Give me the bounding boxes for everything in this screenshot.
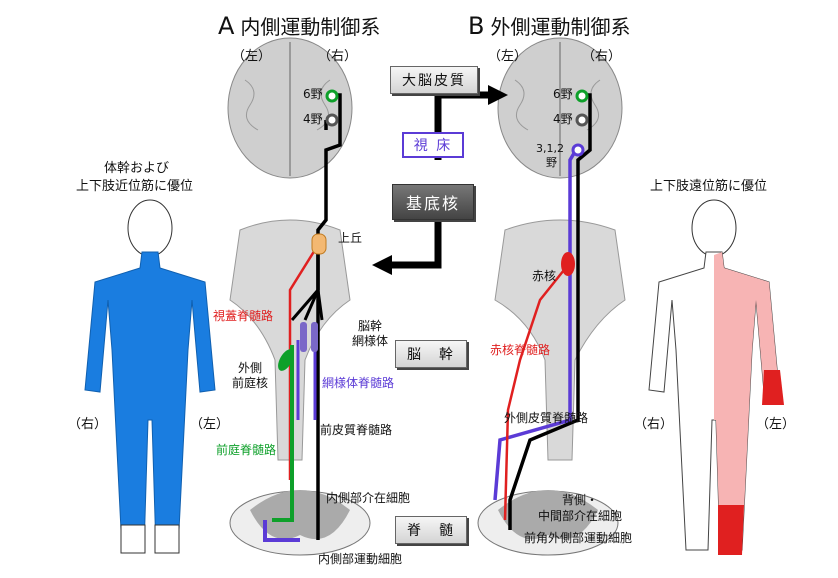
a-medial-interneuron-label: 内側部介在細胞	[326, 491, 411, 505]
a-lateral-vestibular-label2: 前庭核	[232, 376, 269, 390]
tract-red-b	[503, 264, 569, 521]
b-lateral-corticospinal-label: 外側皮質脊髄路	[504, 411, 589, 425]
tract-green-a	[272, 345, 294, 522]
b-red-nucleus-label: 赤核	[532, 269, 557, 283]
side-a-left: （左）	[232, 49, 272, 64]
body-right-side-right: （右）	[634, 417, 674, 432]
b-dorsal-label2: 中間部介在細胞	[538, 509, 623, 523]
brainstem-b	[494, 219, 626, 461]
a-anterior-corticospinal-label: 前皮質脊髄路	[320, 423, 393, 437]
side-b-left: （左）	[488, 49, 528, 64]
left-body-caption-line1: 体幹および	[104, 161, 170, 176]
a-reticular-label1: 脳幹	[358, 319, 383, 333]
a-medial-motor-label: 内側部運動細胞	[318, 552, 403, 566]
body-right-side-left: （左）	[756, 417, 796, 432]
tract-black-b	[508, 93, 592, 530]
brain-a	[227, 37, 353, 179]
b-lateral-motor-label: 前角外側部運動細胞	[524, 531, 633, 545]
body-left-side-left: （左）	[190, 417, 230, 432]
b-area6-label: 6野	[553, 87, 573, 101]
b-area312-label2: 野	[546, 156, 557, 169]
arrow-to-cortex-b	[488, 85, 508, 105]
cortex-box: 大脳皮質	[390, 66, 478, 94]
title-b-letter: B	[468, 12, 485, 40]
spinal-cord-box: 脊 髄	[395, 516, 467, 544]
title-a-letter: A	[218, 12, 235, 40]
body-left-blue	[84, 199, 216, 554]
body-right-pink	[648, 199, 784, 555]
a-reticular-label2: 網様体	[352, 334, 389, 348]
a-area6-label: 6野	[303, 87, 323, 101]
right-body-caption: 上下肢遠位筋に優位	[650, 179, 768, 194]
a-lateral-vestibular-label1: 外側	[238, 361, 263, 375]
a-superior-colliculus-label: 上丘	[338, 231, 363, 245]
b-rubrospinal-label: 赤核脊髄路	[490, 343, 551, 357]
a-tectospinal-label: 視蓋脊髄路	[213, 309, 274, 323]
b-dorsal-label1: 背側・	[562, 493, 599, 507]
a-reticulospinal-label: 網様体脊髄路	[322, 376, 395, 390]
spinal-section-b	[477, 490, 619, 556]
arrow-to-brainstem-a	[372, 255, 392, 275]
side-b-right: （右）	[582, 49, 622, 64]
tract-purple-b	[493, 149, 578, 501]
tract-black-a	[316, 93, 342, 540]
title-a-text: 内側運動制御系	[240, 15, 381, 39]
brainstem-box: 脳 幹	[395, 340, 467, 368]
b-area312-label1: 3,1,2	[536, 142, 564, 155]
a-vestibulospinal-label: 前庭脊髄路	[216, 443, 277, 457]
thalamus-box: 視 床	[402, 132, 464, 158]
left-body-caption-line2: 上下肢近位筋に優位	[76, 179, 194, 194]
basal-ganglia-box: 基底核	[392, 184, 474, 220]
side-a-right: （右）	[318, 49, 358, 64]
title-b-text: 外側運動制御系	[490, 15, 631, 39]
b-area4-label: 4野	[553, 112, 573, 126]
a-area4-label: 4野	[303, 112, 323, 126]
body-left-side-right: （右）	[68, 417, 108, 432]
